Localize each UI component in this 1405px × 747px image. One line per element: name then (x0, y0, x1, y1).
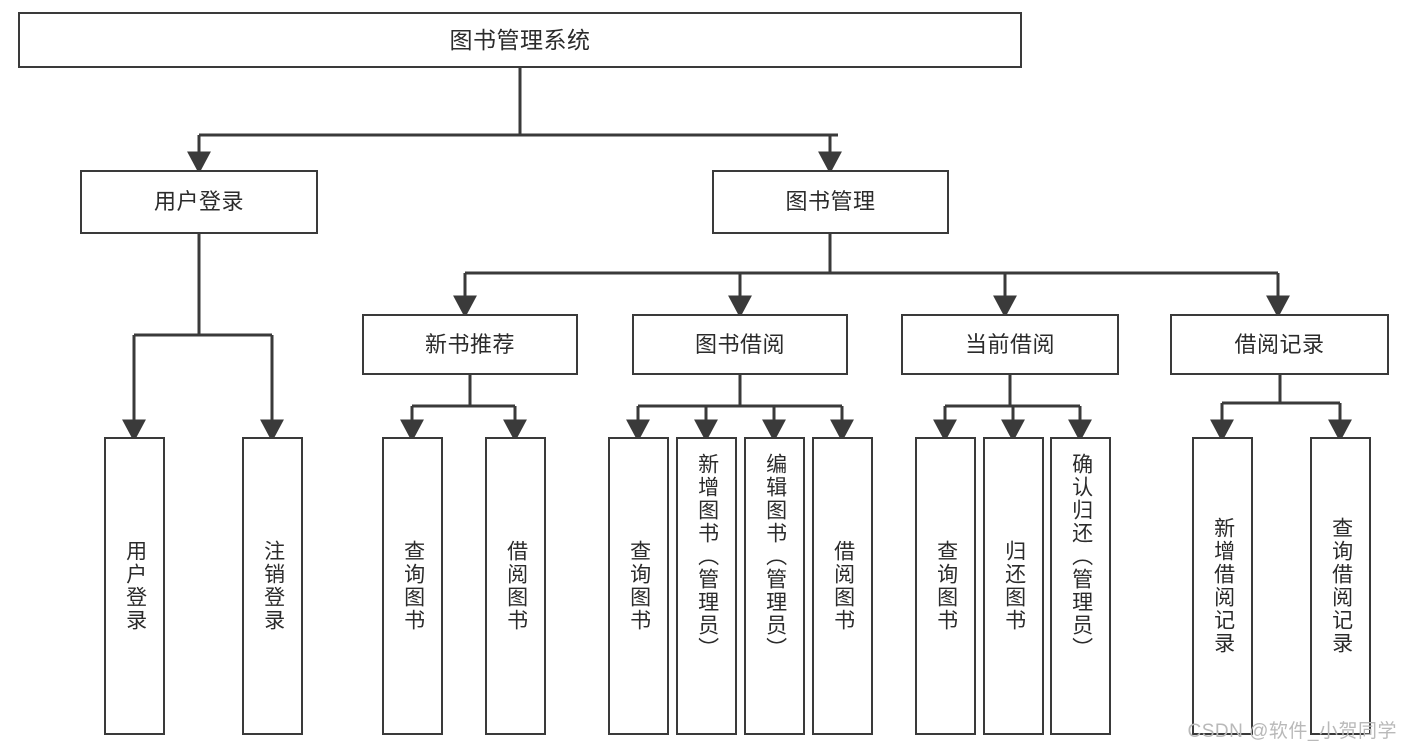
node-leaf-query-book-current[interactable]: 查询图书 (915, 437, 976, 735)
node-leaf-confirm-return-admin[interactable]: 确认归还（管理员） (1050, 437, 1111, 735)
node-label: 借阅图书 (831, 540, 855, 632)
node-leaf-logout[interactable]: 注销登录 (242, 437, 303, 735)
node-label: 注销登录 (261, 540, 285, 632)
node-label: 用户登录 (123, 540, 147, 632)
node-leaf-edit-book-admin[interactable]: 编辑图书（管理员） (744, 437, 805, 735)
node-label: 新增借阅记录 (1211, 517, 1235, 655)
node-label: 编辑图书（管理员） (763, 453, 787, 660)
node-label: 确认归还（管理员） (1069, 453, 1093, 660)
node-root-book-management-system[interactable]: 图书管理系统 (18, 12, 1022, 68)
node-book-management[interactable]: 图书管理 (712, 170, 949, 234)
node-label: 查询借阅记录 (1329, 517, 1353, 655)
node-new-book-recommendation[interactable]: 新书推荐 (362, 314, 578, 375)
node-label: 图书管理 (785, 189, 876, 214)
csdn-watermark: CSDN @软件_小贺同学 (1187, 721, 1397, 742)
node-label: 新增图书（管理员） (695, 453, 719, 660)
node-book-borrowing[interactable]: 图书借阅 (632, 314, 848, 375)
node-label: 用户登录 (153, 189, 244, 214)
node-label: 查询图书 (401, 540, 425, 632)
node-label: 新书推荐 (424, 331, 515, 357)
node-leaf-add-book-admin[interactable]: 新增图书（管理员） (676, 437, 737, 735)
node-current-borrowing[interactable]: 当前借阅 (901, 314, 1119, 375)
node-leaf-borrow-book-recommendation[interactable]: 借阅图书 (485, 437, 546, 735)
node-leaf-query-book-borrowing[interactable]: 查询图书 (608, 437, 669, 735)
node-label: 图书借阅 (694, 331, 785, 357)
node-leaf-return-book[interactable]: 归还图书 (983, 437, 1044, 735)
node-leaf-query-borrowing-record[interactable]: 查询借阅记录 (1310, 437, 1371, 735)
node-leaf-add-borrowing-record[interactable]: 新增借阅记录 (1192, 437, 1253, 735)
node-label: 当前借阅 (964, 331, 1055, 357)
node-borrowing-record[interactable]: 借阅记录 (1170, 314, 1389, 375)
node-label: 图书管理系统 (449, 26, 591, 53)
node-leaf-query-book-recommendation[interactable]: 查询图书 (382, 437, 443, 735)
node-label: 归还图书 (1002, 540, 1026, 632)
node-label: 借阅记录 (1234, 331, 1325, 357)
node-label: 查询图书 (934, 540, 958, 632)
node-label: 查询图书 (627, 540, 651, 632)
node-leaf-borrow-book[interactable]: 借阅图书 (812, 437, 873, 735)
node-label: 借阅图书 (504, 540, 528, 632)
node-user-login[interactable]: 用户登录 (80, 170, 318, 234)
node-leaf-user-login[interactable]: 用户登录 (104, 437, 165, 735)
